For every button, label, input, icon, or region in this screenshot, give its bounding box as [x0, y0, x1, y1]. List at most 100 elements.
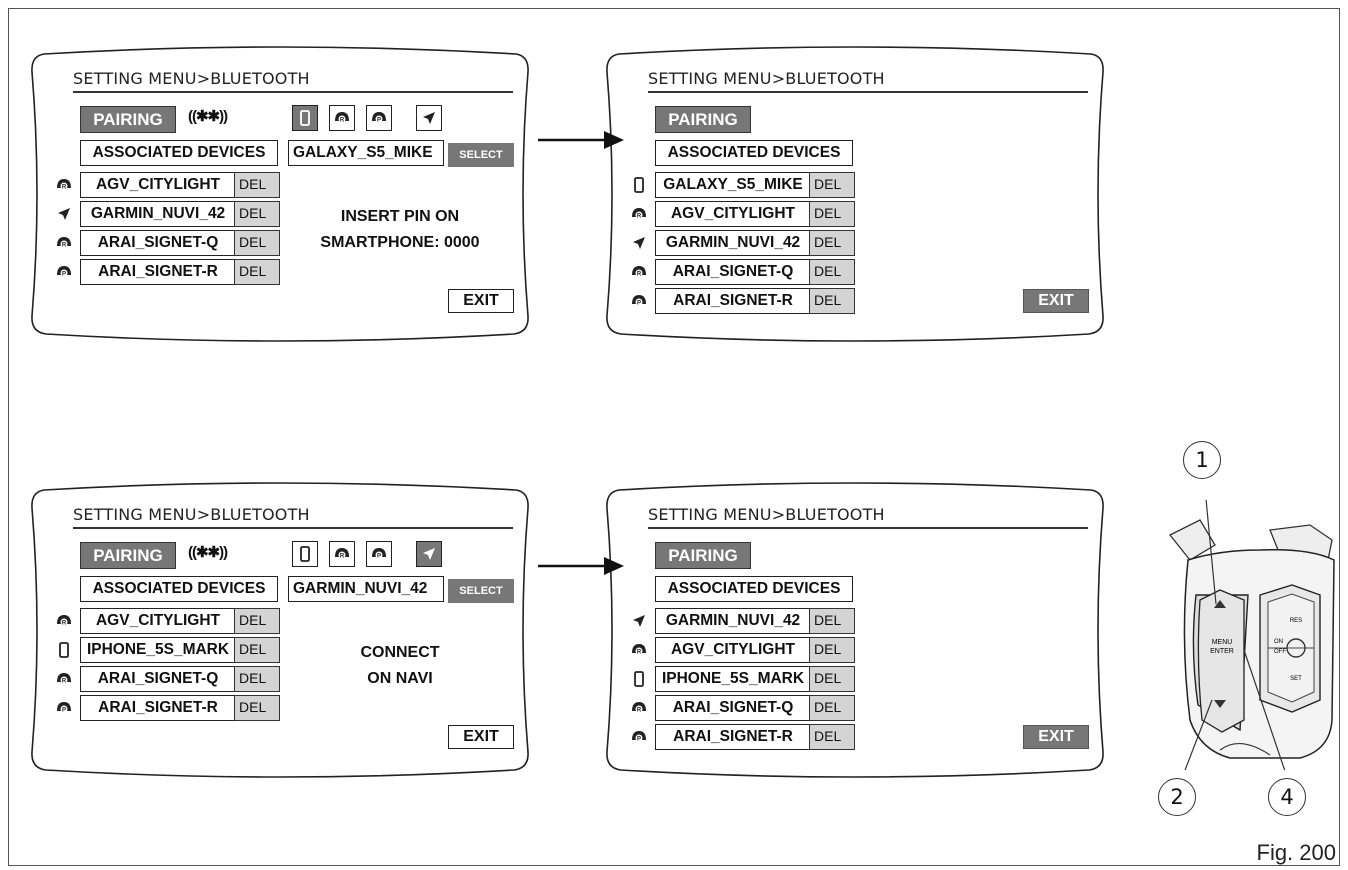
exit-button[interactable]: EXIT — [1023, 725, 1089, 749]
device-type-filter-helmet-rider[interactable]: R — [329, 541, 355, 567]
pairing-button[interactable]: PAIRING — [655, 106, 751, 133]
device-type-filter-smartphone[interactable] — [292, 541, 318, 567]
helmet-passenger-icon: P — [57, 702, 71, 714]
associated-devices-header: ASSOCIATED DEVICES — [655, 576, 853, 602]
device-row-lead-icon: R — [54, 669, 74, 689]
delete-device-button[interactable]: DEL — [234, 172, 280, 198]
select-button[interactable]: SELECT — [448, 143, 514, 167]
delete-device-button[interactable]: DEL — [809, 695, 855, 721]
device-row-lead-icon: P — [54, 698, 74, 718]
delete-device-button[interactable]: DEL — [809, 172, 855, 198]
associated-devices-header: ASSOCIATED DEVICES — [655, 140, 853, 166]
svg-text:R: R — [62, 679, 67, 685]
helmet-passenger-icon: P — [372, 548, 386, 560]
callout-1: 1 — [1183, 441, 1221, 479]
bluetooth-searching-icon: ((✱✱)) — [188, 108, 228, 125]
found-device-name: GALAXY_S5_MIKE — [288, 140, 444, 166]
delete-device-button[interactable]: DEL — [234, 666, 280, 692]
navigator-icon — [423, 112, 435, 124]
bluetooth-searching-icon: ((✱✱)) — [188, 544, 228, 561]
helmet-rider-icon: R — [632, 266, 646, 278]
svg-text:P: P — [62, 272, 66, 278]
helmet-rider-icon: R — [632, 702, 646, 714]
device-type-filter-navigator[interactable] — [416, 541, 442, 567]
device-row-name: ARAI_SIGNET-R — [80, 695, 236, 721]
status-message-line: SMARTPHONE: 0000 — [320, 234, 480, 251]
device-row-lead-icon: R — [629, 640, 649, 660]
off-label: OFF — [1274, 649, 1286, 655]
status-message-line: CONNECT — [360, 644, 440, 661]
delete-device-button[interactable]: DEL — [234, 259, 280, 285]
delete-device-button[interactable]: DEL — [809, 201, 855, 227]
exit-button[interactable]: EXIT — [448, 725, 514, 749]
status-message-line: INSERT PIN ON — [340, 208, 460, 225]
device-type-filter-helmet-rider[interactable]: R — [329, 105, 355, 131]
device-type-filter-helmet-passenger[interactable]: P — [366, 105, 392, 131]
device-row-lead-icon: P — [629, 727, 649, 747]
navigator-icon — [58, 208, 70, 220]
svg-text:R: R — [340, 118, 345, 124]
device-row-name: AGV_CITYLIGHT — [655, 201, 811, 227]
svg-text:R: R — [637, 650, 642, 656]
svg-text:P: P — [637, 301, 641, 307]
pairing-button[interactable]: PAIRING — [80, 542, 176, 569]
svg-text:P: P — [637, 737, 641, 743]
exit-button[interactable]: EXIT — [448, 289, 514, 313]
helmet-rider-icon: R — [57, 615, 71, 627]
device-row-name: ARAI_SIGNET-R — [655, 288, 811, 314]
screen-title: SETTING MENU>BLUETOOTH — [73, 505, 310, 524]
associated-devices-header: ASSOCIATED DEVICES — [80, 576, 278, 602]
menu-button-label: MENU — [1212, 639, 1233, 646]
pairing-button[interactable]: PAIRING — [655, 542, 751, 569]
helmet-rider-icon: R — [57, 237, 71, 249]
title-divider — [73, 91, 513, 93]
helmet-rider-icon: R — [632, 644, 646, 656]
delete-device-button[interactable]: DEL — [234, 637, 280, 663]
delete-device-button[interactable]: DEL — [234, 608, 280, 634]
associated-devices-header: ASSOCIATED DEVICES — [80, 140, 278, 166]
screen-title: SETTING MENU>BLUETOOTH — [648, 505, 885, 524]
delete-device-button[interactable]: DEL — [809, 637, 855, 663]
delete-device-button[interactable]: DEL — [234, 201, 280, 227]
device-row-name: ARAI_SIGNET-R — [80, 259, 236, 285]
device-type-filter-smartphone[interactable] — [292, 105, 318, 131]
handlebar-control-unit: MENU ENTER ON OFF RES SET — [1160, 477, 1340, 781]
screen-title: SETTING MENU>BLUETOOTH — [73, 69, 310, 88]
res-label: RES — [1290, 618, 1302, 624]
helmet-passenger-icon: P — [632, 731, 646, 743]
svg-text:R: R — [637, 214, 642, 220]
title-divider — [648, 527, 1088, 529]
select-button[interactable]: SELECT — [448, 579, 514, 603]
delete-device-button[interactable]: DEL — [809, 259, 855, 285]
delete-device-button[interactable]: DEL — [809, 724, 855, 750]
delete-device-button[interactable]: DEL — [809, 608, 855, 634]
title-divider — [648, 91, 1088, 93]
device-row-name: AGV_CITYLIGHT — [80, 608, 236, 634]
device-row-lead-icon: R — [629, 204, 649, 224]
navigator-icon — [633, 615, 645, 627]
device-row-name: AGV_CITYLIGHT — [80, 172, 236, 198]
delete-device-button[interactable]: DEL — [234, 230, 280, 256]
delete-device-button[interactable]: DEL — [809, 288, 855, 314]
pairing-button[interactable]: PAIRING — [80, 106, 176, 133]
helmet-passenger-icon: P — [57, 266, 71, 278]
svg-text:P: P — [377, 118, 381, 124]
set-label: SET — [1290, 676, 1302, 682]
device-row-name: GALAXY_S5_MIKE — [655, 172, 811, 198]
delete-device-button[interactable]: DEL — [809, 230, 855, 256]
device-type-filter-navigator[interactable] — [416, 105, 442, 131]
callout-2: 2 — [1158, 778, 1196, 816]
navigator-icon — [423, 548, 435, 560]
helmet-passenger-icon: P — [372, 112, 386, 124]
device-row-name: ARAI_SIGNET-Q — [655, 695, 811, 721]
delete-device-button[interactable]: DEL — [234, 695, 280, 721]
title-divider — [73, 527, 513, 529]
device-type-filter-helmet-passenger[interactable]: P — [366, 541, 392, 567]
bluetooth-screen-navi-added: SETTING MENU>BLUETOOTH PAIRING ASSOCIATED … — [605, 480, 1105, 778]
delete-device-button[interactable]: DEL — [809, 666, 855, 692]
smartphone-icon — [300, 546, 310, 562]
svg-text:R: R — [62, 185, 67, 191]
exit-button[interactable]: EXIT — [1023, 289, 1089, 313]
